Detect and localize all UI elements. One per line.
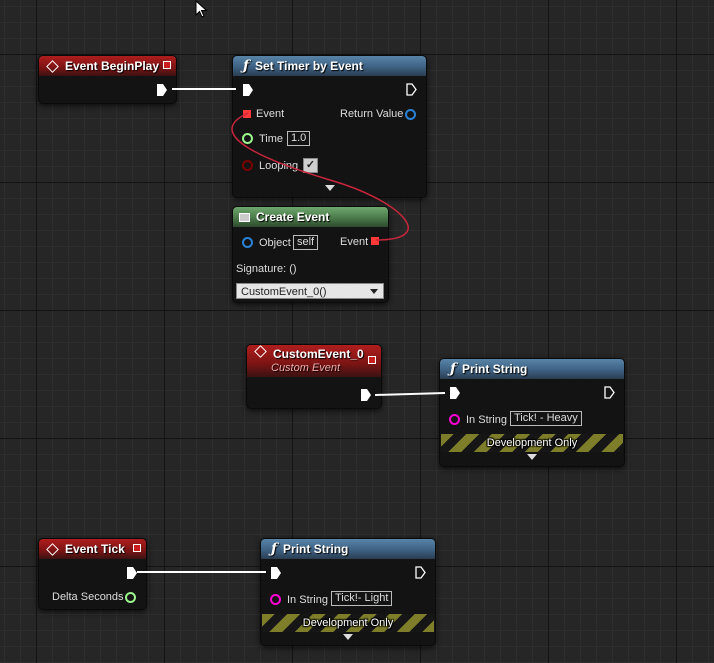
create-event-event-pin[interactable] [371,237,379,245]
set-timer-by-event-node[interactable]: ƒ Set Timer by Event Event Return Value … [232,55,427,198]
function-icon: ƒ [243,58,250,74]
print-light-dev-label: Development Only [302,617,394,629]
print-heavy-exec-in-pin[interactable] [450,387,460,399]
event-beginplay-header: Event BeginPlay [39,56,176,76]
set-timer-looping-pin[interactable] [242,160,253,171]
function-icon: ƒ [450,361,457,377]
development-only-bar: Development Only [441,434,623,452]
create-event-object-label: Object [259,237,291,249]
event-tick-node[interactable]: Event Tick Delta Seconds [38,538,147,610]
create-event-dropdown-value: CustomEvent_0() [241,286,327,298]
create-event-node[interactable]: Create Event Object self Event Signature… [232,206,389,303]
set-timer-title: Set Timer by Event [255,59,363,73]
set-timer-looping-checkbox[interactable]: ✓ [303,158,318,173]
development-only-bar: Development Only [262,614,434,632]
print-heavy-header: ƒ Print String [440,359,624,379]
print-heavy-dev-label: Development Only [486,437,578,449]
event-beginplay-node[interactable]: Event BeginPlay [38,55,177,104]
set-timer-event-label: Event [256,108,285,120]
set-timer-return-value-pin[interactable] [405,109,416,120]
delegate-square-icon [133,544,141,552]
create-event-object-pin[interactable] [242,237,253,248]
print-heavy-exec-out-pin[interactable] [604,386,615,399]
set-timer-exec-out-pin[interactable] [406,83,417,96]
set-timer-looping-label: Looping [259,160,299,172]
set-timer-time-input[interactable]: 1.0 [287,131,311,146]
set-timer-expand-arrow[interactable] [325,185,335,191]
event-tick-title: Event Tick [65,542,125,556]
dropdown-arrow-icon [370,289,378,294]
print-heavy-title: Print String [462,362,528,376]
set-timer-exec-in-pin[interactable] [243,84,253,96]
print-light-title: Print String [283,542,349,556]
print-light-in-string-label: In String [287,594,328,606]
beginplay-exec-out-pin[interactable] [157,84,167,96]
custom-event-title: CustomEvent_0 [273,347,364,361]
create-event-object-input[interactable]: self [293,235,319,250]
custom-event-header: CustomEvent_0 Custom Event [247,345,381,377]
print-string-heavy-node[interactable]: ƒ Print String In String Tick! - Heavy D… [439,358,625,467]
event-tick-delta-seconds-pin[interactable] [125,592,136,603]
create-event-function-dropdown[interactable]: CustomEvent_0() [236,283,384,299]
print-light-in-string-pin[interactable] [270,594,281,605]
create-event-icon [239,212,250,222]
print-light-expand-arrow[interactable] [343,634,353,640]
set-timer-time-pin[interactable] [242,133,253,144]
event-beginplay-title: Event BeginPlay [65,59,160,73]
print-heavy-in-string-input[interactable]: Tick! - Heavy [510,411,582,426]
event-tick-delta-seconds-label: Delta Seconds [52,591,124,603]
print-light-in-string-input[interactable]: Tick!- Light [331,591,393,606]
event-tick-exec-out-pin[interactable] [127,567,137,579]
print-light-exec-in-pin[interactable] [271,567,281,579]
set-timer-header: ƒ Set Timer by Event [233,56,426,76]
event-diamond-icon [46,542,59,556]
function-icon: ƒ [271,541,278,557]
custom-event-exec-out-pin[interactable] [361,389,371,401]
print-light-header: ƒ Print String [261,539,435,559]
exec-wire-customevent-printheavy [374,392,446,396]
event-diamond-icon [46,59,59,73]
delegate-square-icon [368,356,376,364]
create-event-title: Create Event [256,210,330,224]
set-timer-time-label: Time [259,133,284,145]
set-timer-return-value-label: Return Value [340,108,404,120]
print-heavy-expand-arrow[interactable] [527,454,537,460]
set-timer-event-pin[interactable] [243,110,251,118]
create-event-signature-label: Signature: () [236,263,297,275]
custom-event-subtitle: Custom Event [271,362,341,374]
create-event-header: Create Event [233,207,388,227]
event-tick-header: Event Tick [39,539,146,559]
print-heavy-in-string-label: In String [466,414,507,426]
print-light-exec-out-pin[interactable] [415,566,426,579]
print-string-light-node[interactable]: ƒ Print String In String Tick!- Light De… [260,538,436,646]
delegate-square-icon [163,61,171,69]
event-diamond-icon [254,345,267,358]
create-event-event-label: Event [340,236,369,248]
print-heavy-in-string-pin[interactable] [449,414,460,425]
custom-event-node[interactable]: CustomEvent_0 Custom Event [246,344,382,409]
mouse-cursor-icon [195,0,208,18]
